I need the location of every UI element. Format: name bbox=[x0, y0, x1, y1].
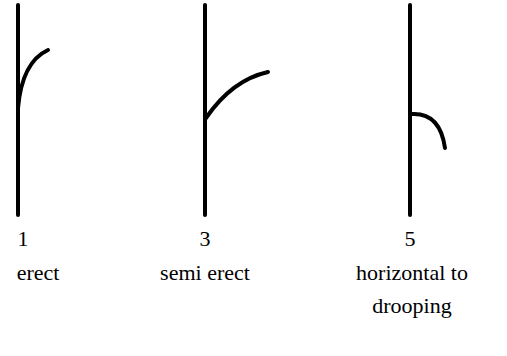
category-label: semi erect bbox=[135, 256, 275, 289]
category-label: horizontal to drooping bbox=[337, 256, 487, 322]
branch-semi-erect bbox=[206, 72, 268, 118]
stem bbox=[16, 5, 20, 215]
stem bbox=[203, 5, 207, 215]
score-number: 5 bbox=[390, 222, 430, 255]
category-label: erect bbox=[3, 256, 73, 289]
branch-horizontal bbox=[411, 114, 445, 148]
branch-erect bbox=[18, 50, 48, 108]
score-number: 1 bbox=[3, 222, 43, 255]
score-number: 3 bbox=[185, 222, 225, 255]
stem bbox=[408, 5, 412, 215]
